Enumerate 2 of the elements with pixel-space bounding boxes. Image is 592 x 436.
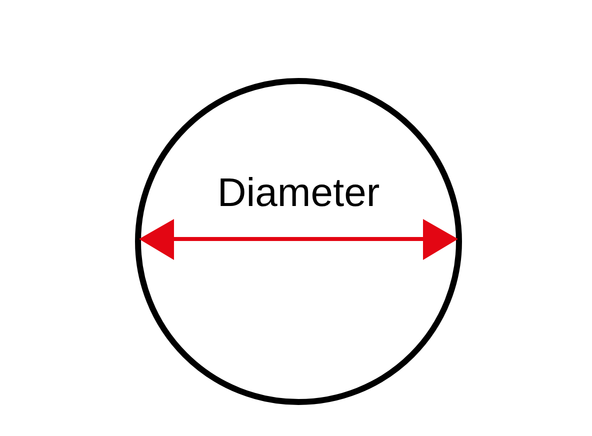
dimension-label: Diameter — [217, 173, 380, 213]
circle — [135, 78, 462, 405]
